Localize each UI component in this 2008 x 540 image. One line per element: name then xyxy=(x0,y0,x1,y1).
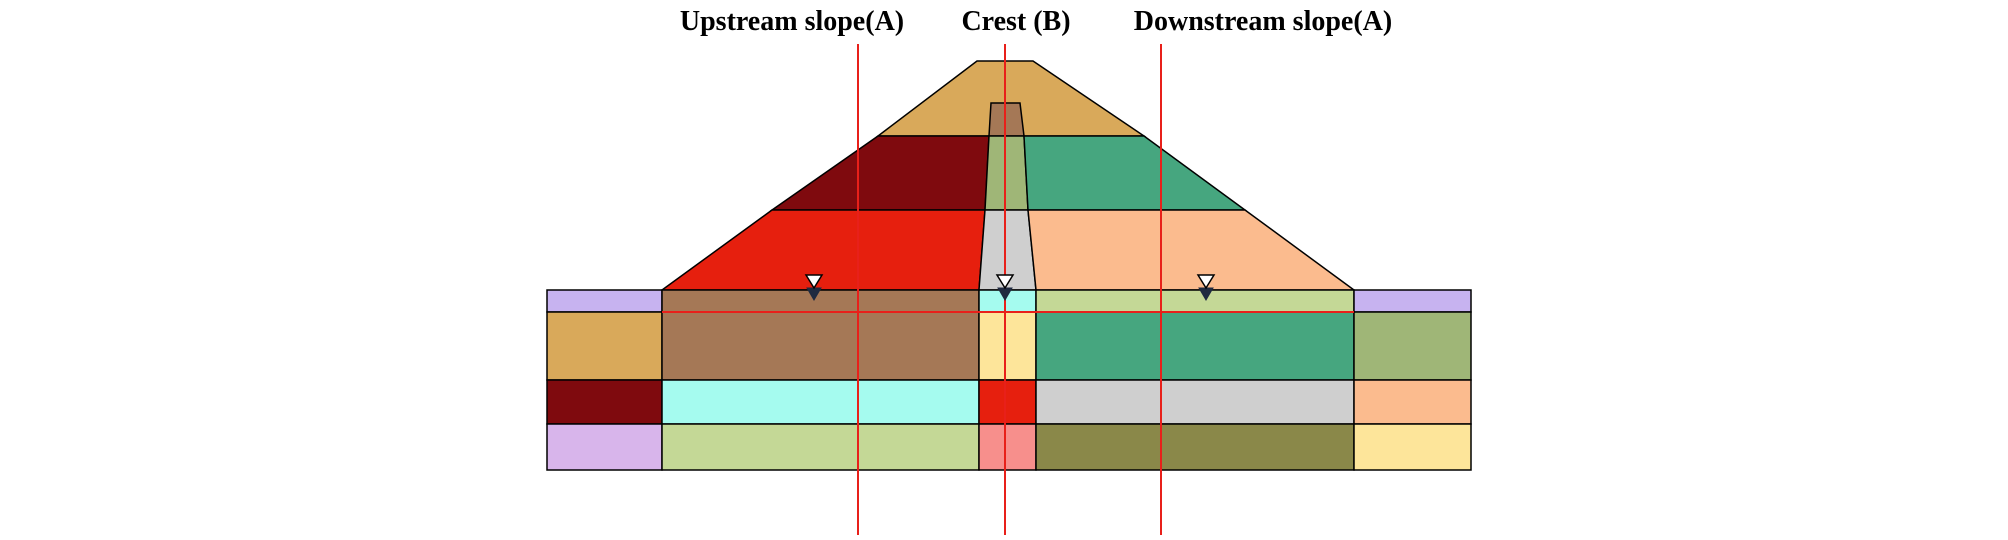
foundation-r2-upstream xyxy=(661,311,980,381)
foundation-r1-left xyxy=(546,289,663,313)
label-downstream-slope: Downstream slope(A) xyxy=(1134,6,1392,37)
water-level-icon xyxy=(995,274,1015,301)
core-layer-2 xyxy=(984,135,1029,211)
water-level-icon xyxy=(1196,274,1216,301)
water-level-markers xyxy=(804,274,1216,301)
foundation-r1-downstream xyxy=(1035,289,1355,313)
foundation-r4-downstream xyxy=(1035,423,1355,471)
embankment xyxy=(659,60,1357,291)
upstream-shell-layer-2 xyxy=(769,135,990,211)
downstream-shell-layer-2 xyxy=(1023,135,1248,211)
foundation-r3-left xyxy=(546,379,663,425)
core-top xyxy=(988,102,1025,137)
foundation-r1-upstream xyxy=(661,289,980,313)
foundation-r3-core xyxy=(978,379,1037,425)
foundation-r4-core xyxy=(978,423,1037,471)
foundation-r2-downstream xyxy=(1035,311,1355,381)
foundation-r3-right xyxy=(1353,379,1472,425)
upstream-shell-layer-3 xyxy=(659,209,986,291)
label-crest: Crest (B) xyxy=(961,6,1070,37)
section-labels: Upstream slope(A) Crest (B) Downstream s… xyxy=(680,6,1392,37)
foundation-r1-right xyxy=(1353,289,1472,313)
foundation-r2-core xyxy=(978,311,1037,381)
foundation xyxy=(546,289,1472,471)
foundation-r4-upstream xyxy=(661,423,980,471)
foundation-r2-right xyxy=(1353,311,1472,381)
label-upstream-slope: Upstream slope(A) xyxy=(680,6,904,37)
foundation-r4-left xyxy=(546,423,663,471)
foundation-r2-left xyxy=(546,311,663,381)
water-level-icon xyxy=(804,274,824,301)
downstream-shell-layer-3 xyxy=(1027,209,1357,291)
foundation-r4-right xyxy=(1353,423,1472,471)
foundation-r3-upstream xyxy=(661,379,980,425)
foundation-r3-downstream xyxy=(1035,379,1355,425)
